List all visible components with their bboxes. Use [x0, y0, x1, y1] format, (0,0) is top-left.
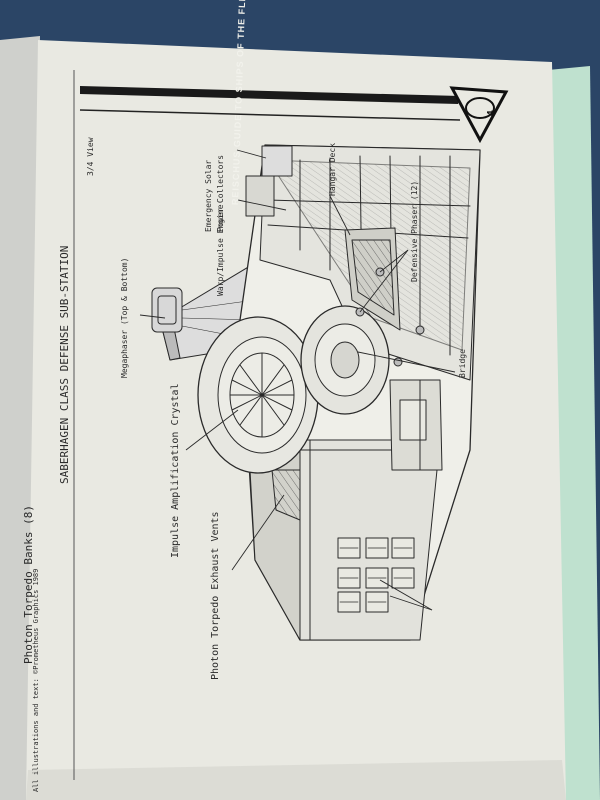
ship-illustration [151, 144, 481, 641]
emergency-solar-label: Emergency Solar [204, 159, 213, 232]
impulse-crystal-label: Impulse Amplification Crystal [170, 383, 181, 558]
bridge-label: Bridge [458, 349, 467, 378]
warp-impulse-label: Warp/Impulse Engine [216, 204, 225, 296]
hangar-deck-label: Hangar Deck [328, 143, 337, 196]
exhaust-vents-label: Photon Torpedo Exhaust Vents [210, 511, 221, 680]
header-bar [80, 86, 460, 104]
page-number: 4 [486, 110, 497, 116]
leader-lines [139, 149, 456, 611]
page-shadow [26, 760, 566, 800]
header-underline [79, 109, 461, 121]
megaphaser-label: Megaphaser (Top & Bottom) [120, 257, 129, 378]
diagram-title: SABERHAGEN CLASS DEFENSE SUB-STATION [58, 245, 71, 484]
footer-credit: All illustrations and text: ©Prometheus … [32, 568, 40, 792]
defensive-phaser-label: Defensive Phaser (12) [410, 180, 419, 282]
emblem-ring [465, 97, 495, 119]
view-label: 3/4 View [86, 137, 95, 176]
